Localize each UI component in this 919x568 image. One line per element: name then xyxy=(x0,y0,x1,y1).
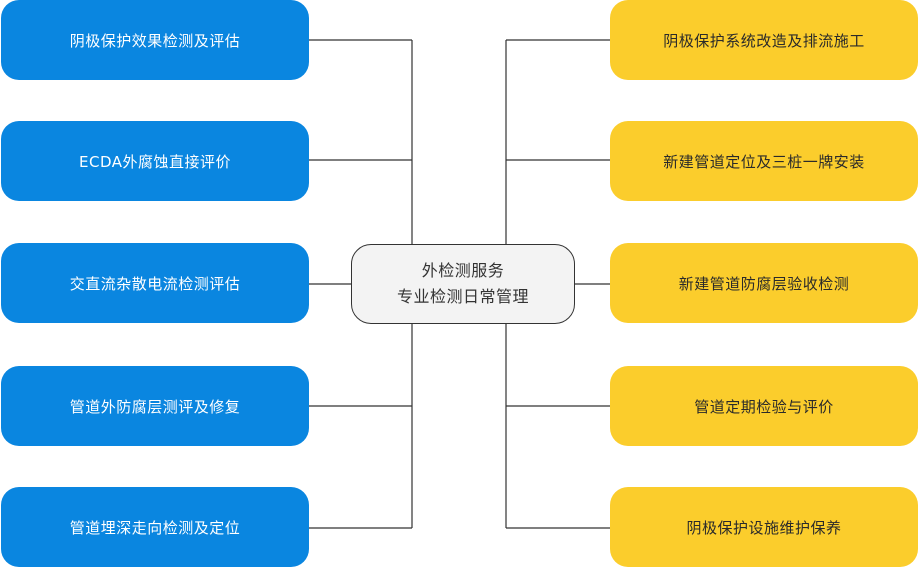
right-node-2: 新建管道防腐层验收检测 xyxy=(610,243,918,323)
right-node-label: 管道定期检验与评价 xyxy=(694,397,834,416)
left-node-label: 阴极保护效果检测及评估 xyxy=(69,31,241,50)
left-node-label: ECDA外腐蚀直接评价 xyxy=(79,152,231,171)
right-node-label: 阴极保护系统改造及排流施工 xyxy=(663,31,865,50)
left-node-2: 交直流杂散电流检测评估 xyxy=(1,243,309,323)
right-node-label: 新建管道防腐层验收检测 xyxy=(678,274,850,293)
left-node-label: 管道埋深走向检测及定位 xyxy=(69,518,241,537)
right-node-3: 管道定期检验与评价 xyxy=(610,366,918,446)
right-node-label: 阴极保护设施维护保养 xyxy=(686,518,842,537)
left-node-label: 管道外防腐层测评及修复 xyxy=(69,397,241,416)
right-node-0: 阴极保护系统改造及排流施工 xyxy=(610,0,918,80)
left-node-0: 阴极保护效果检测及评估 xyxy=(1,0,309,80)
left-node-1: ECDA外腐蚀直接评价 xyxy=(1,121,309,201)
center-node-line-1: 外检测服务 xyxy=(421,261,505,280)
left-node-3: 管道外防腐层测评及修复 xyxy=(1,366,309,446)
center-node-line-2: 专业检测日常管理 xyxy=(396,287,529,306)
left-node-label: 交直流杂散电流检测评估 xyxy=(69,274,241,293)
left-node-4: 管道埋深走向检测及定位 xyxy=(1,487,309,567)
right-node-label: 新建管道定位及三桩一牌安装 xyxy=(663,152,865,171)
right-node-1: 新建管道定位及三桩一牌安装 xyxy=(610,121,918,201)
right-node-4: 阴极保护设施维护保养 xyxy=(610,487,918,567)
center-node: 外检测服务 专业检测日常管理 xyxy=(351,244,575,324)
